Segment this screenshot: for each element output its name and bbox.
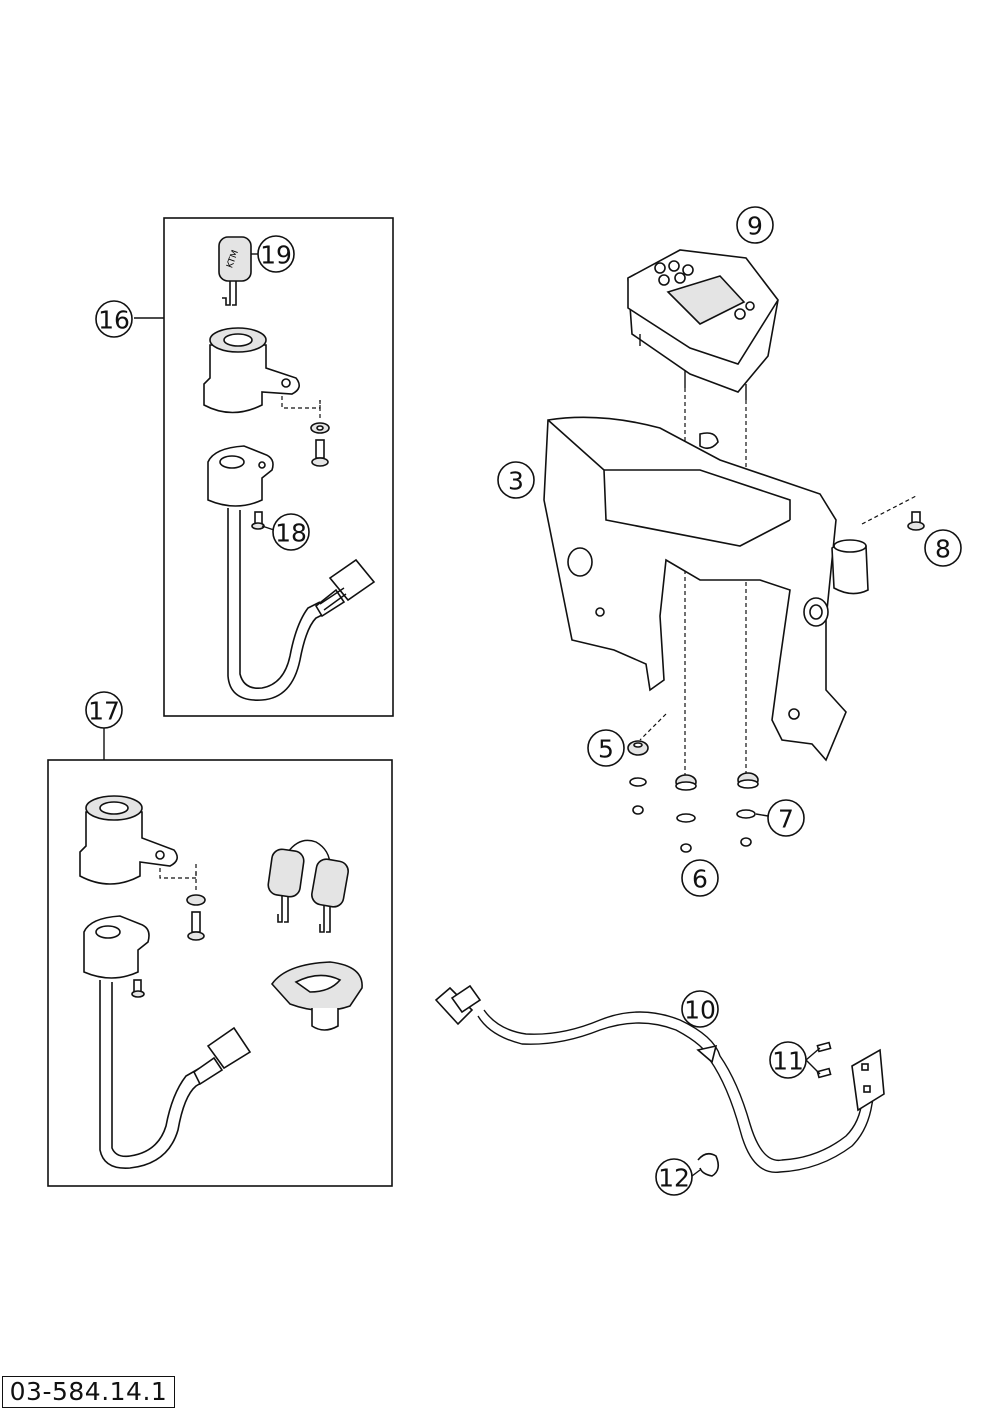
callout-16: 16 xyxy=(95,300,133,338)
callout-5: 5 xyxy=(587,729,625,767)
callout-19-label: 19 xyxy=(260,241,292,270)
callout-16-label: 16 xyxy=(98,306,130,335)
callout-11: 11 xyxy=(769,1041,807,1079)
callout-3: 3 xyxy=(497,461,535,499)
callout-18-label: 18 xyxy=(275,519,307,548)
callout-3-label: 3 xyxy=(508,467,524,496)
callout-9: 9 xyxy=(736,206,774,244)
group-16-frame xyxy=(163,217,394,717)
callout-7-label: 7 xyxy=(778,805,794,834)
callout-9-label: 9 xyxy=(747,212,763,241)
callout-10: 10 xyxy=(681,990,719,1028)
callout-17: 17 xyxy=(85,691,123,729)
grommet-6-stack xyxy=(675,774,697,853)
speedometer-display xyxy=(627,249,779,400)
washer-and-screw xyxy=(310,400,330,467)
callout-6-label: 6 xyxy=(692,865,708,894)
callout-12-label: 12 xyxy=(658,1164,690,1193)
instrument-bracket xyxy=(543,416,869,762)
ignition-switch-set xyxy=(83,915,252,1169)
callout-10-label: 10 xyxy=(684,996,716,1025)
grommet-7-stack xyxy=(736,772,759,847)
screw-8 xyxy=(861,495,925,531)
ignition-lock-cylinder-set xyxy=(79,795,197,885)
ignition-lock-cylinder xyxy=(203,327,321,414)
tank-cap xyxy=(270,961,363,1031)
callout-11-label: 11 xyxy=(772,1047,804,1076)
callout-12: 12 xyxy=(655,1158,693,1196)
callout-8: 8 xyxy=(924,529,962,567)
group-17-frame xyxy=(47,759,393,1187)
ignition-key-19: KTM xyxy=(218,236,252,306)
callout-19: 19 xyxy=(257,235,295,273)
cable-clip-12 xyxy=(697,1152,720,1177)
washer-and-screw-set xyxy=(186,872,206,941)
screws-11 xyxy=(816,1041,832,1079)
callout-7: 7 xyxy=(767,799,805,837)
callout-18: 18 xyxy=(272,513,310,551)
callout-17-label: 17 xyxy=(88,697,120,726)
callout-6: 6 xyxy=(681,859,719,897)
key-pair xyxy=(267,839,349,933)
document-code: 03-584.14.1 xyxy=(2,1376,175,1408)
ignition-switch-with-cable xyxy=(207,445,376,701)
callout-5-label: 5 xyxy=(598,735,614,764)
speed-sensor-cable xyxy=(434,984,885,1173)
washer-and-nut-left xyxy=(629,777,647,815)
callout-8-label: 8 xyxy=(935,535,951,564)
rubber-grommet-5 xyxy=(627,713,667,756)
